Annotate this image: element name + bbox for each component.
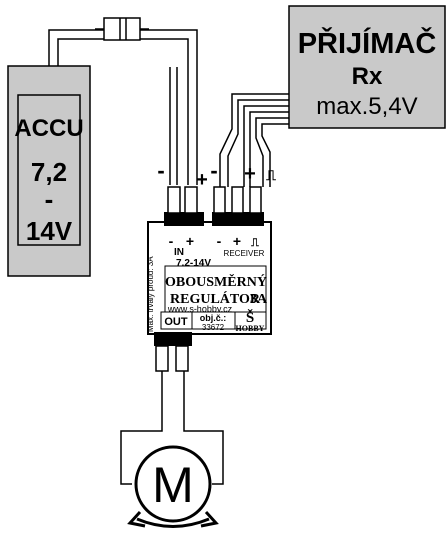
input-minus-label: - [157,158,164,183]
receiver-wires [219,93,289,187]
regulator-brand-name: HOBBY [236,324,265,333]
regulator-in-range: 7,2-14V [176,258,211,269]
fuse-holder [95,17,149,41]
regulator-brand-letter: Š [246,309,254,326]
motor-wires [120,371,224,485]
motor-rotation-arrow-left [127,510,146,528]
regulator-title-line1: OBOUSMĚRNÝ [165,273,267,290]
receiver-title: PŘIJÍMAČ [298,26,437,60]
input-connector [164,212,204,226]
battery: ACCU 7,2 - 14V [7,65,91,277]
receiver-signal-label: ⎍ [266,167,276,183]
regulator-rating: 3A [250,292,268,307]
motor: M [127,445,219,528]
regulator-website: www.s-hobby.cz [167,304,233,314]
regulator-rx-plus: + [233,233,241,249]
receiver-subtitle: Rx [352,63,383,90]
motor-rotation-arc [136,517,210,528]
regulator-in-label: IN [174,247,184,258]
regulator-rx-signal: ⎍ [250,237,259,249]
regulator-in-minus: - [169,233,174,249]
regulator-side-text: Max. trvalý proud: 3A [146,256,155,332]
wire-labels: - + - + ⎍ [157,158,276,191]
input-plus-label: + [196,169,208,191]
receiver-voltage: max.5,4V [316,93,417,120]
receiver-plus-label: + [244,163,256,185]
regulator-order-label: obj.č.: [200,313,227,323]
regulator-rx-label: RECEIVER [224,249,265,258]
battery-input-wires [48,29,198,185]
output-connector [154,332,192,346]
receiver-connector [212,212,264,226]
regulator-in-plus: + [186,233,194,249]
regulator-out-label: OUT [164,316,188,328]
battery-label-accu: ACCU [14,115,83,142]
battery-label-voltage-min: 7,2 [31,157,67,187]
receiver-minus-label: - [210,158,217,183]
regulator-rx-minus: - [217,233,222,249]
motor-label: M [152,457,194,513]
regulator: Max. trvalý proud: 3A - + IN 7,2-14V - +… [146,186,272,372]
battery-label-voltage-max: 14V [26,216,73,246]
regulator-order-number: 33672 [202,323,225,332]
regulator-title-line2: REGULÁTOR [170,290,261,307]
battery-label-dash: - [45,184,54,214]
motor-rotation-arrow-right [200,510,219,528]
receiver-box: PŘIJÍMAČ Rx max.5,4V [288,5,446,129]
